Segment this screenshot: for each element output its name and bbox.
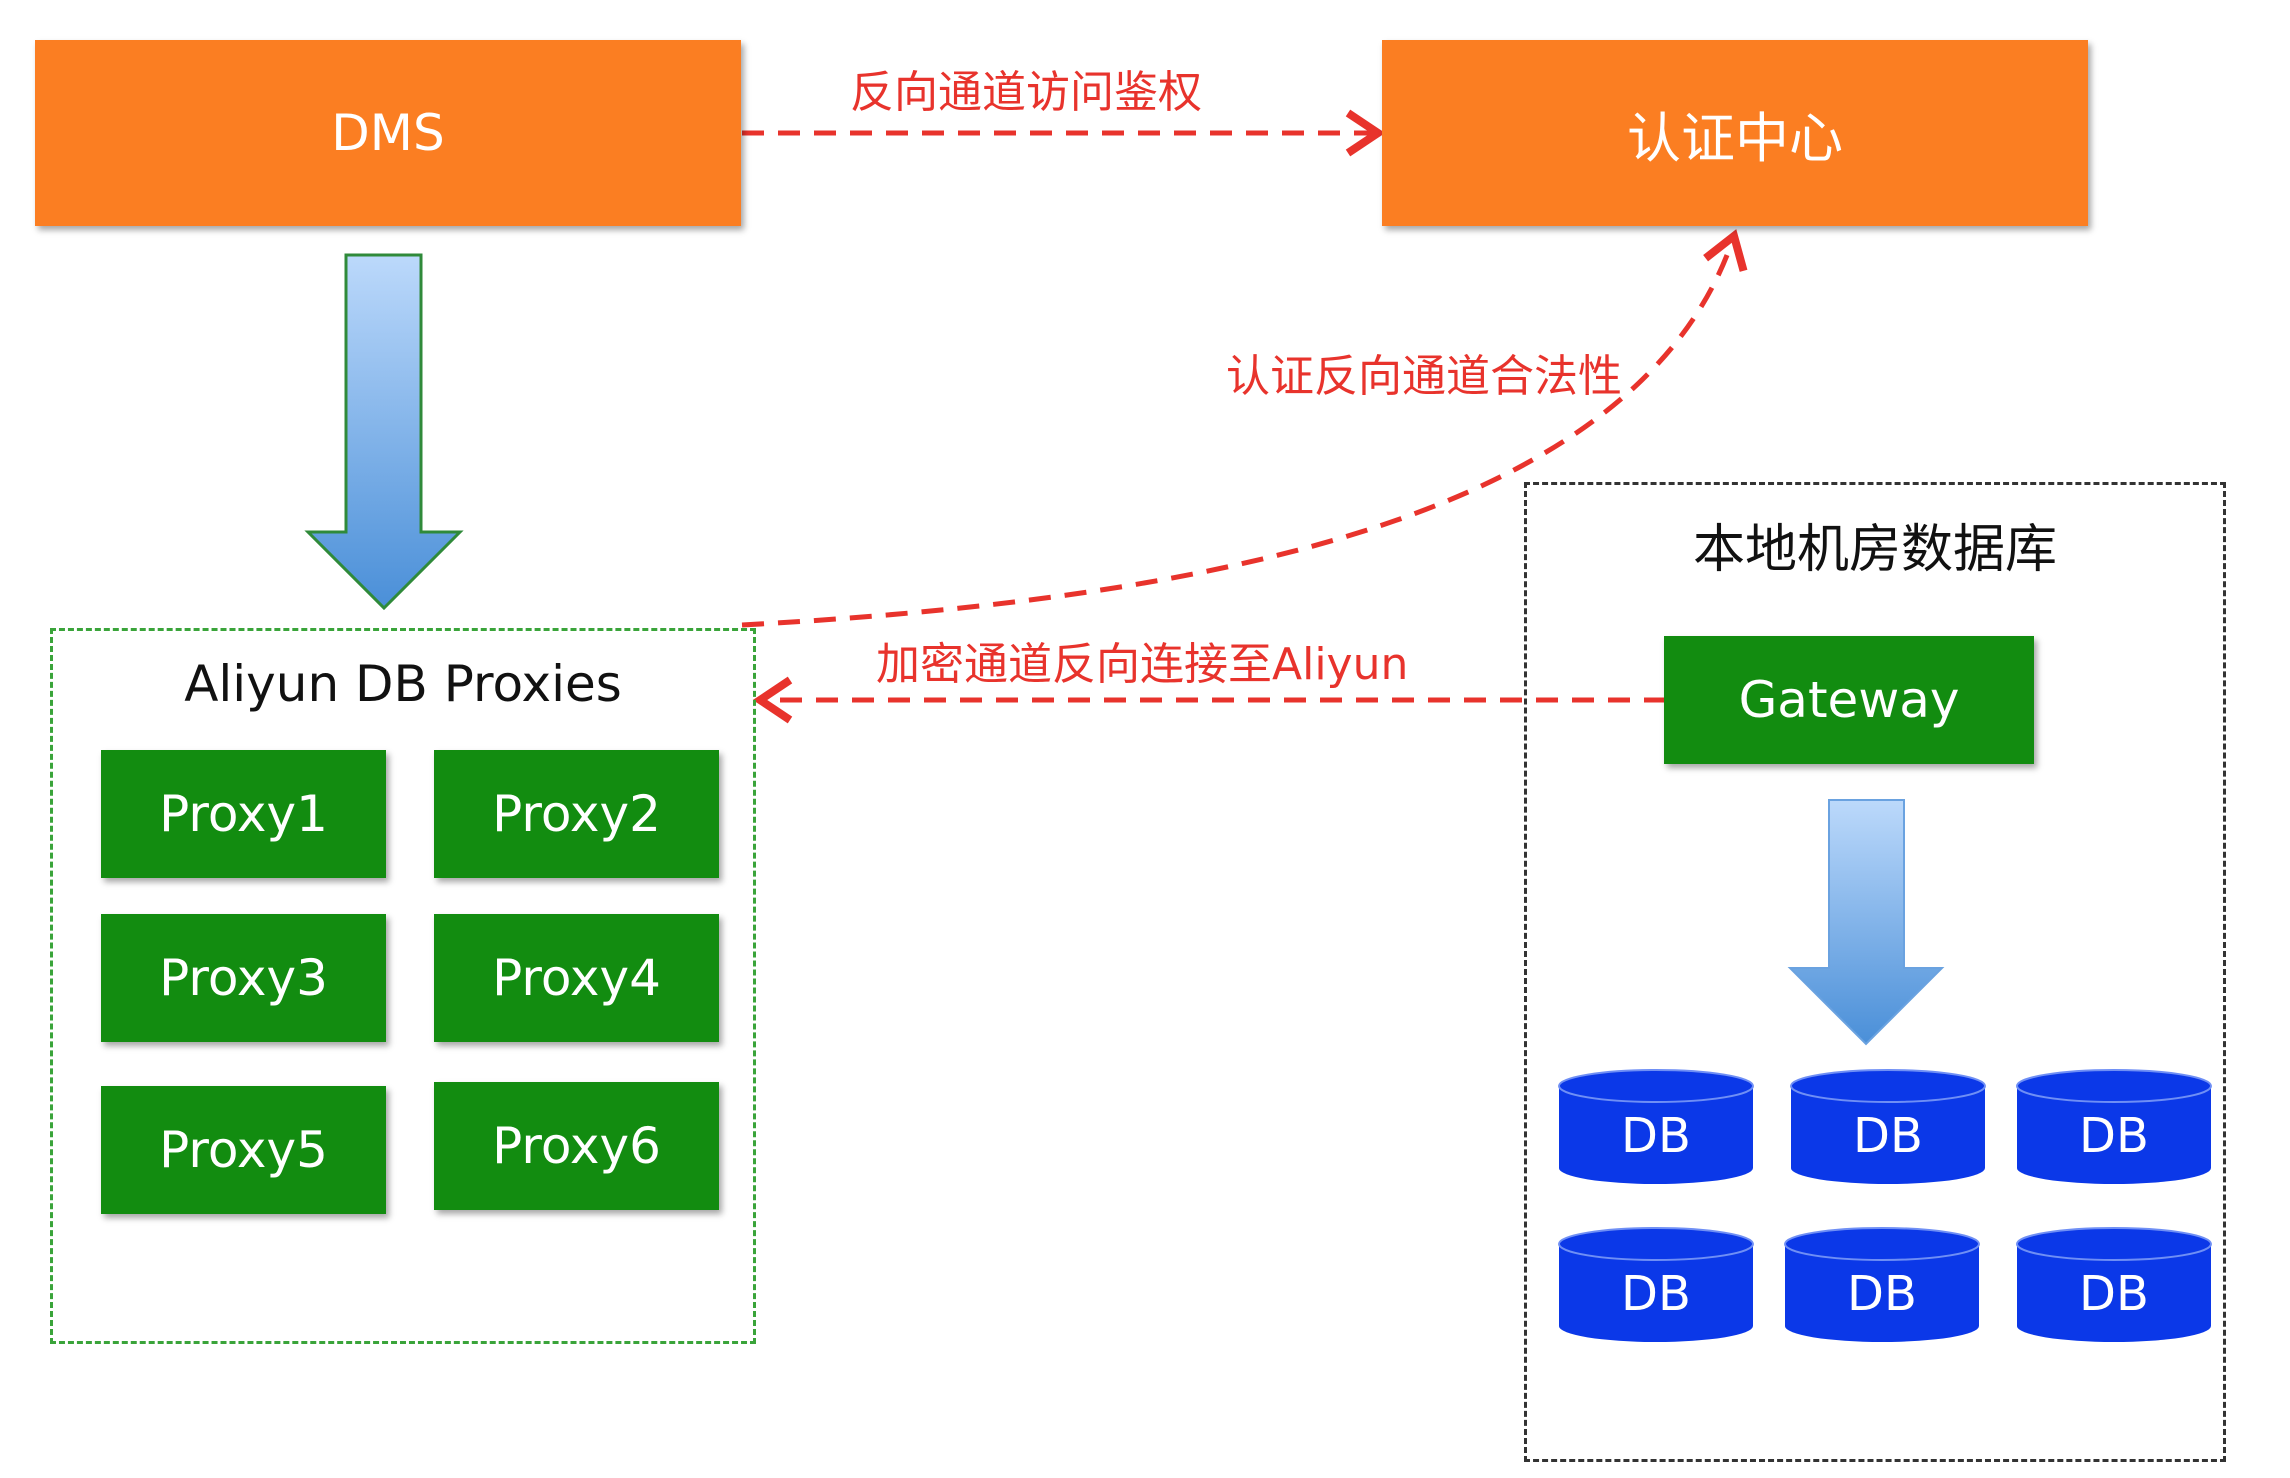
auth-center-node: 认证中心 <box>1382 40 2088 226</box>
dms-label: DMS <box>331 104 445 162</box>
db-cylinder-6: DB <box>2016 1226 2212 1344</box>
proxy-label: Proxy6 <box>492 1117 661 1175</box>
local-datacenter-group: 本地机房数据库 <box>1524 482 2226 1462</box>
proxy-5-node: Proxy5 <box>101 1086 386 1214</box>
dms-node: DMS <box>35 40 741 226</box>
db-label: DB <box>1847 1266 1917 1322</box>
gateway-node: Gateway <box>1664 636 2034 764</box>
proxy-label: Proxy1 <box>159 785 328 843</box>
auth-center-label: 认证中心 <box>1627 106 1843 170</box>
proxy-label: Proxy2 <box>492 785 661 843</box>
db-cylinder-5: DB <box>1784 1226 1980 1344</box>
dms-to-proxies-arrow <box>304 253 464 611</box>
proxy-1-node: Proxy1 <box>101 750 386 878</box>
db-label: DB <box>1621 1108 1691 1164</box>
gateway-label: Gateway <box>1738 671 1960 729</box>
gateway-to-db-arrow <box>1787 799 1945 1046</box>
proxy-2-node: Proxy2 <box>434 750 719 878</box>
proxy-4-node: Proxy4 <box>434 914 719 1042</box>
db-cylinder-1: DB <box>1558 1068 1754 1186</box>
dms-to-auth-label: 反向通道访问鉴权 <box>850 67 1202 118</box>
db-cylinder-2: DB <box>1790 1068 1986 1186</box>
proxy-label: Proxy4 <box>492 949 661 1007</box>
proxy-label: Proxy5 <box>159 1121 328 1179</box>
db-label: DB <box>2079 1108 2149 1164</box>
db-cylinder-4: DB <box>1558 1226 1754 1344</box>
proxy-3-node: Proxy3 <box>101 914 386 1042</box>
db-label: DB <box>2079 1266 2149 1322</box>
local-group-title: 本地机房数据库 <box>1692 520 2057 580</box>
gateway-to-aliyun-label: 加密通道反向连接至Aliyun <box>876 639 1409 690</box>
verify-tunnel-label: 认证反向通道合法性 <box>1226 351 1622 402</box>
proxy-6-node: Proxy6 <box>434 1082 719 1210</box>
db-cylinder-3: DB <box>2016 1068 2212 1186</box>
db-label: DB <box>1621 1266 1691 1322</box>
aliyun-proxies-group: Aliyun DB Proxies <box>50 628 756 1344</box>
verify-tunnel-edge <box>741 229 1748 628</box>
aliyun-group-title: Aliyun DB Proxies <box>184 655 622 713</box>
proxy-label: Proxy3 <box>159 949 328 1007</box>
db-label: DB <box>1853 1108 1923 1164</box>
